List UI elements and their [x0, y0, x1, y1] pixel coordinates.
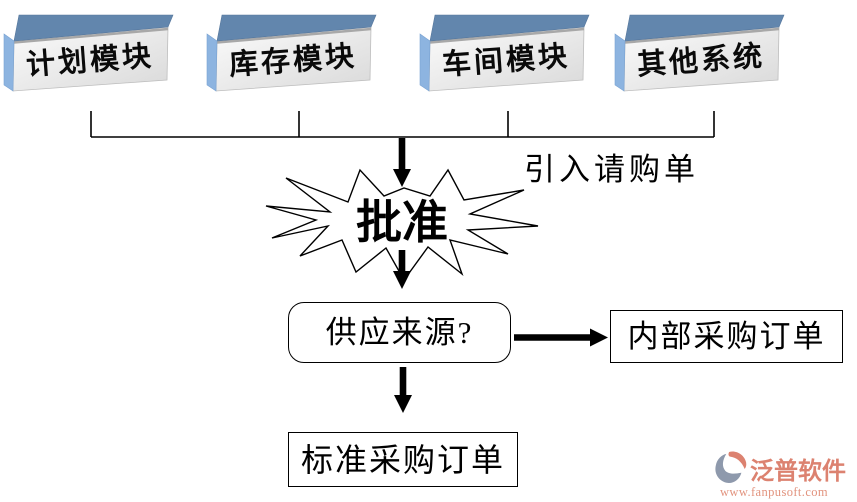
box-edge-sliver: [624, 27, 780, 44]
logo-url: www.fanpusoft.com: [720, 485, 829, 499]
module-box-workshop: 车间模块: [419, 14, 590, 92]
approval-starburst: 批准: [265, 168, 539, 282]
logo-crescent-shape: [728, 451, 747, 469]
starburst-shape: [265, 168, 539, 282]
arrow-to-standard-order-icon: [394, 367, 412, 413]
box-edge-sliver: [13, 27, 169, 44]
arrow-import-down-icon: [393, 138, 411, 187]
box-left-face: [614, 33, 626, 92]
fanpu-logo-icon: [715, 451, 747, 483]
box-top-face: [13, 14, 174, 42]
standard-order-label: 标准采购订单: [300, 441, 505, 478]
fanpu-logo: 泛普软件 www.fanpusoft.com: [714, 450, 854, 500]
module-box-inventory: 库存模块: [206, 14, 377, 92]
import-requisition-label: 引入请购单: [524, 152, 699, 187]
box-top-face: [216, 14, 377, 42]
box-top-face: [624, 14, 785, 42]
decision-supply-source: 供应来源?: [288, 302, 511, 363]
box-top-face: [429, 14, 590, 42]
box-edge-sliver: [429, 27, 585, 44]
decision-label: 供应来源?: [325, 315, 474, 350]
bracket-connector: [90, 111, 715, 138]
approve-label: 批准: [356, 197, 448, 248]
box-left-face: [206, 33, 218, 92]
logo-title: 泛普软件: [750, 458, 846, 485]
module-box-planning: 计划模块: [3, 14, 174, 92]
arrow-approve-down-icon: [393, 250, 411, 289]
module-box-other-systems: 其他系统: [614, 14, 785, 92]
standard-order-box: 标准采购订单: [288, 432, 518, 487]
arrow-to-internal-order-icon: [514, 328, 608, 347]
logo-swoosh-shape: [715, 453, 742, 483]
box-edge-sliver: [216, 27, 372, 44]
internal-order-label: 内部采购订单: [627, 319, 826, 354]
box-left-face: [3, 33, 15, 92]
box-left-face: [419, 33, 431, 92]
internal-order-box: 内部采购订单: [610, 310, 843, 363]
